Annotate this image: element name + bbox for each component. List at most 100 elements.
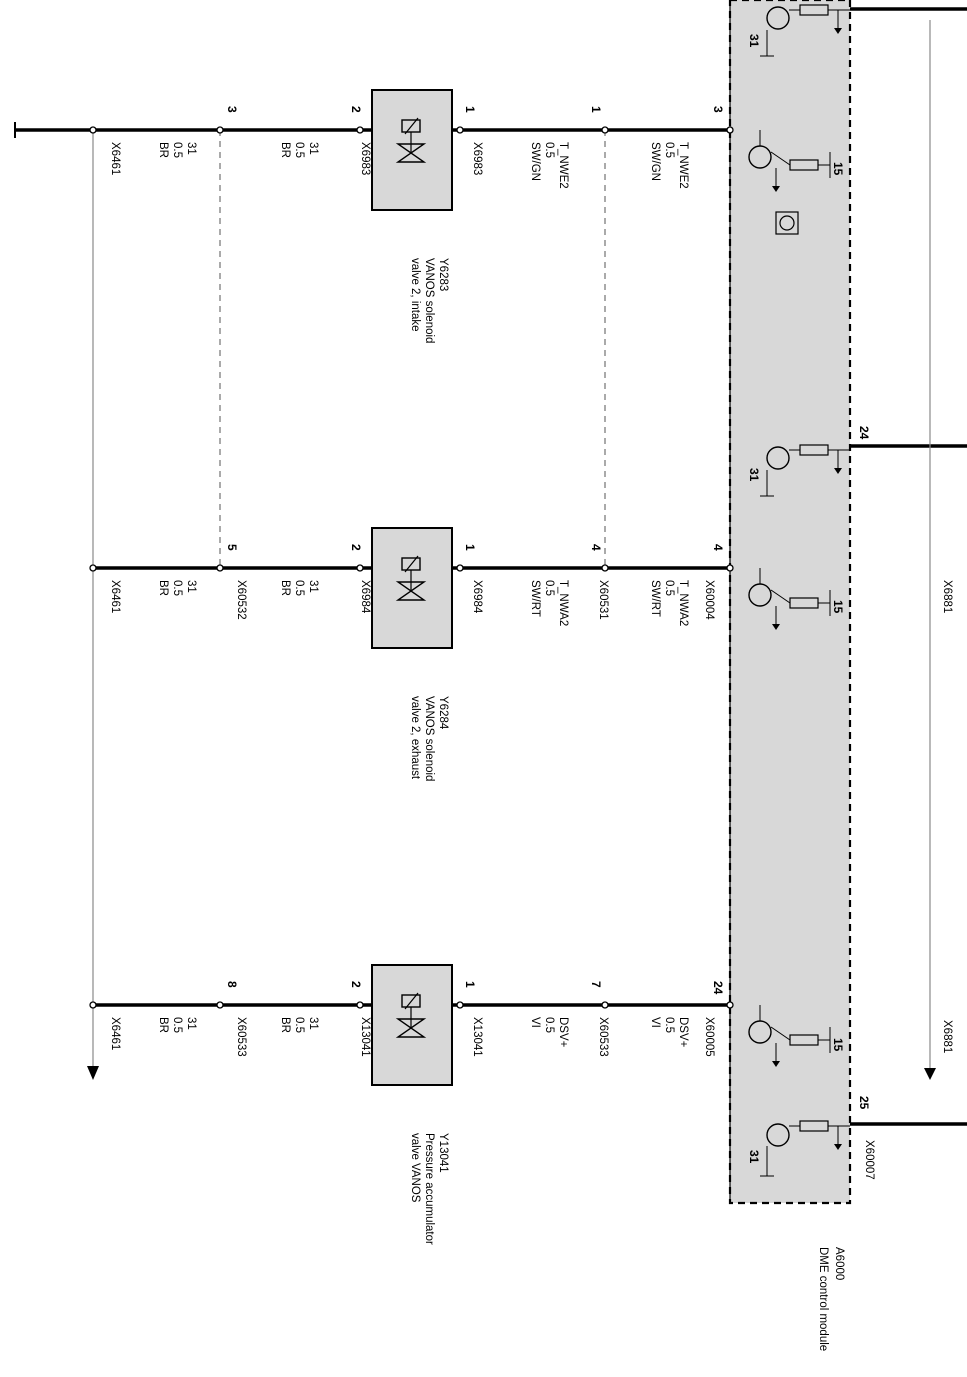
right-wires: 24 25 X6881 X6881 X60007 [850, 7, 967, 1180]
out-wire-num: 31 [307, 580, 319, 593]
ground-wire-num: 31 [185, 580, 197, 593]
mid-wire-color: SW/RT [529, 580, 541, 617]
out-wire-size: 0.5 [293, 1017, 305, 1033]
out-wire-size: 0.5 [293, 142, 305, 158]
splice-point [726, 126, 734, 134]
coil-slash [404, 117, 419, 135]
solenoid-valve-icon [395, 117, 427, 163]
out-wire-color: BR [279, 580, 291, 596]
component-box [371, 89, 453, 211]
circuit-row-3: 247128X60005DSV+0.5VIX60533DSV+0.5VIX130… [89, 964, 734, 1245]
splice-point [601, 1001, 609, 1009]
splice-point [89, 1001, 97, 1009]
splice-connector: X60533 [597, 1017, 609, 1057]
mid-wire-size: 0.5 [543, 142, 555, 158]
ground-connector: X6461 [109, 142, 121, 175]
out-wire-color: BR [279, 142, 291, 158]
ground-31-b: 31 [747, 468, 761, 482]
ground-connector: X6461 [109, 580, 121, 613]
ground-wire-color: BR [157, 580, 169, 596]
pin-module: 4 [711, 544, 725, 551]
mid-signal-name: T_NWE2 [557, 142, 569, 189]
splice-connector: X60531 [597, 580, 609, 620]
splice-point [356, 126, 364, 134]
out-wire-size: 0.5 [293, 580, 305, 596]
module-internals: 31 15 31 [747, 4, 850, 1177]
splice-point [216, 126, 224, 134]
ground-15-b: 15 [831, 600, 845, 614]
coil-slash [404, 992, 419, 1010]
pin-ground-splice: 8 [225, 981, 239, 988]
splice-point [726, 1001, 734, 1009]
out-wire-num: 31 [307, 142, 319, 155]
ground-wire-color: BR [157, 142, 169, 158]
out-wire-color: BR [279, 1017, 291, 1033]
pin-positive: 1 [463, 106, 477, 113]
component-name-line2: valve 2, exhaust [409, 696, 421, 780]
component-connector-pos: X6983 [471, 142, 483, 175]
solenoid-valve-icon [395, 992, 427, 1038]
mid-wire-size: 0.5 [543, 580, 555, 596]
splice-point [89, 564, 97, 572]
component-box [371, 964, 453, 1086]
valve-body [395, 143, 427, 163]
component-connector-pos: X13041 [471, 1017, 483, 1057]
component-box [371, 527, 453, 649]
ground-15-a: 15 [831, 162, 845, 176]
connector-x60007: X60007 [863, 1140, 875, 1180]
valve-body [395, 1018, 427, 1038]
splice-point [456, 126, 464, 134]
circuit-row-1: 31123T_NWE20.5SW/GNT_NWE20.5SW/GNX6983X6… [89, 89, 734, 343]
pin-positive: 1 [463, 981, 477, 988]
mid-signal-name: T_NWA2 [557, 580, 569, 626]
component-connector-neg: X13041 [359, 1017, 371, 1057]
circuit-row-2: 44125X60004T_NWA20.5SW/RTX60531T_NWA20.5… [89, 527, 734, 781]
splice-point [456, 564, 464, 572]
component-connector-pos: X6984 [471, 580, 483, 614]
module-id: A6000 [833, 1247, 845, 1280]
ground-wire-num: 31 [185, 1017, 197, 1030]
solenoid-valve-icon [395, 555, 427, 601]
splice-point [356, 564, 364, 572]
wire-size: 0.5 [663, 580, 675, 596]
splice-point [89, 126, 97, 134]
component-id: Y6284 [437, 696, 449, 730]
pin-module: 3 [711, 106, 725, 113]
x6881-ref-a: X6881 [941, 580, 953, 613]
ground-wire-color: BR [157, 1017, 169, 1033]
component-connector-neg: X6983 [359, 142, 371, 175]
splice-point [601, 126, 609, 134]
ground-splice-connector: X60532 [235, 580, 247, 620]
ground-wire-size: 0.5 [171, 1017, 183, 1033]
ground-31-c: 31 [747, 1150, 761, 1164]
ground-wire-size: 0.5 [171, 142, 183, 158]
component-name-line2: valve 2, intake [409, 258, 421, 332]
component-name-line2: valve VANOS [409, 1133, 421, 1203]
wire-size: 0.5 [663, 142, 675, 158]
signal-name: DSV+ [677, 1017, 689, 1048]
component-name-line1: Pressure accumulator [423, 1133, 435, 1245]
pin-row1-out: 24 [857, 426, 871, 440]
pin-splice: 7 [589, 981, 603, 988]
mid-wire-color: VI [529, 1017, 541, 1028]
wire-size: 0.5 [663, 1017, 675, 1033]
ground-31-a: 31 [747, 34, 761, 48]
wire-color: SW/RT [649, 580, 661, 617]
ground-15-c: 15 [831, 1038, 845, 1052]
coil-slash [404, 555, 419, 573]
module-name: DME control module [817, 1247, 829, 1351]
signal-name: T_NWE2 [677, 142, 689, 189]
ground-connector: X6461 [109, 1017, 121, 1050]
component-id: Y13041 [437, 1133, 449, 1173]
dme-control-module: A6000 DME control module [728, 0, 852, 1351]
module-connector: X60005 [703, 1017, 715, 1057]
mid-signal-name: DSV+ [557, 1017, 569, 1048]
pin-ground-splice: 3 [225, 106, 239, 113]
pin-positive: 1 [463, 544, 477, 551]
ground-wire-num: 31 [185, 142, 197, 155]
component-connector-neg: X6984 [359, 580, 371, 614]
pin-row3-out: 25 [857, 1096, 871, 1110]
pin-splice: 4 [589, 544, 603, 551]
signal-name: T_NWA2 [677, 580, 689, 626]
